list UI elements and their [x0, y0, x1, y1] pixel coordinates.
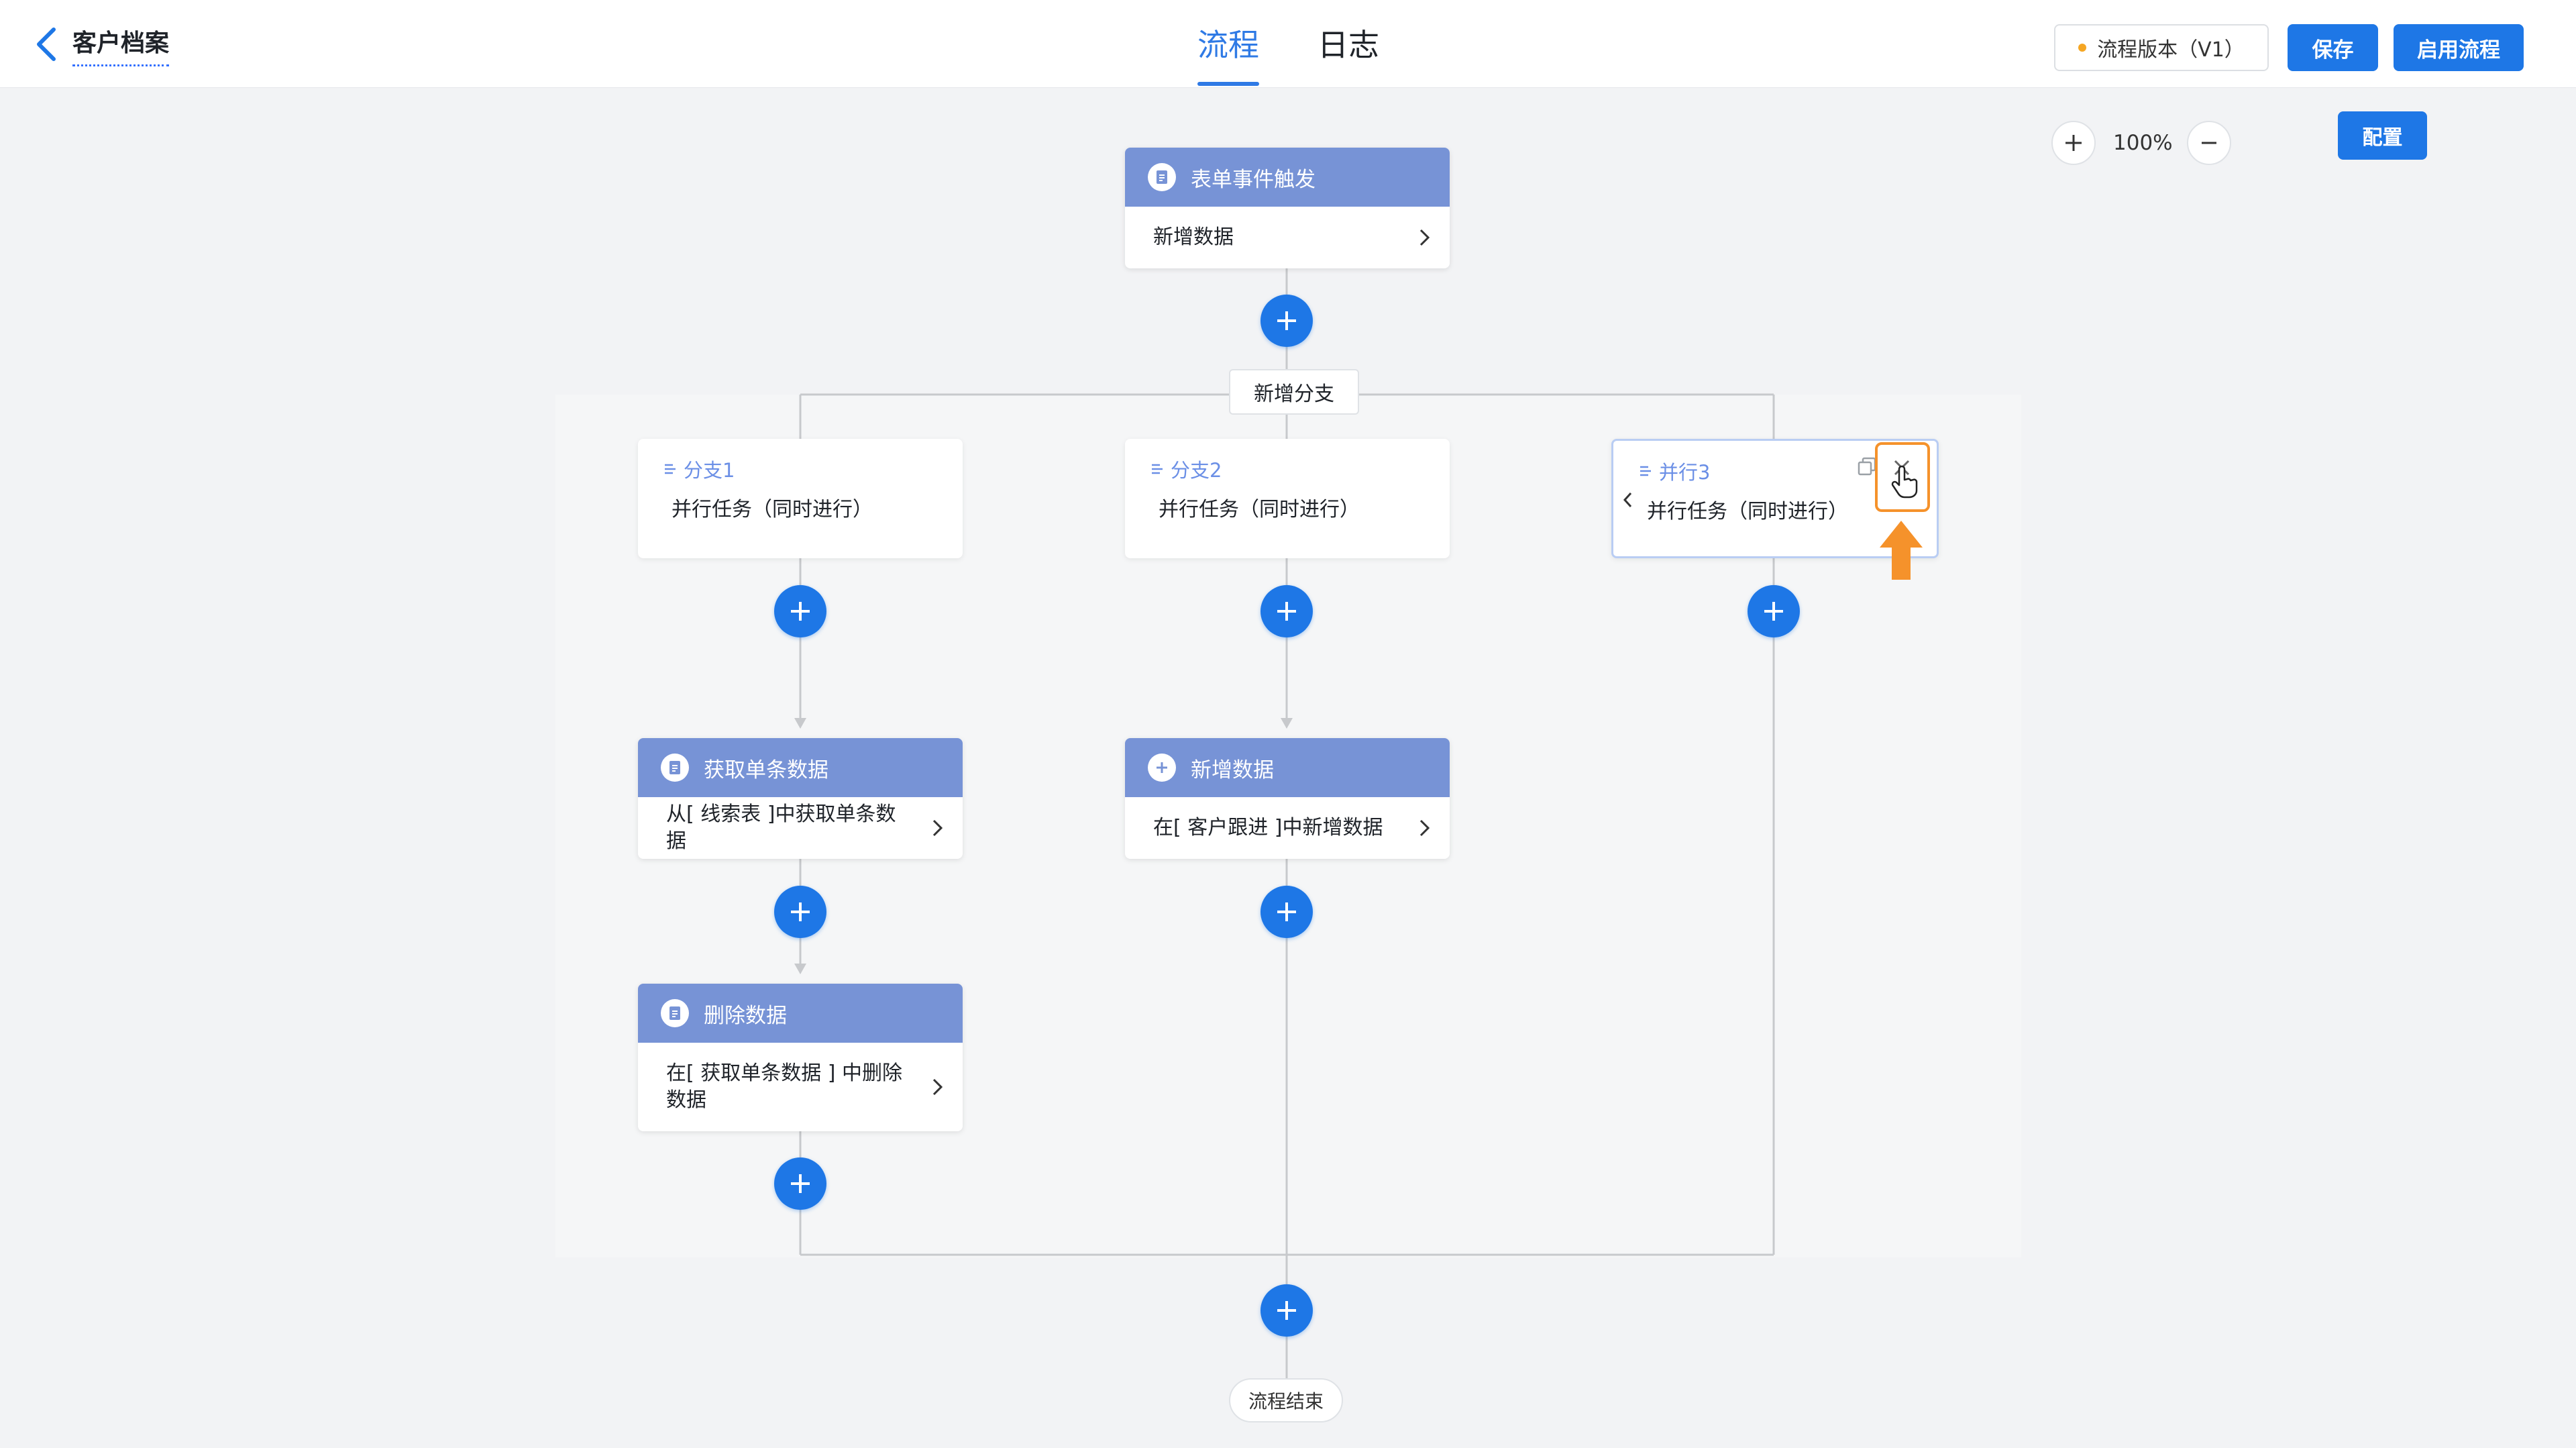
add-node-button[interactable]	[774, 585, 826, 637]
delete-branch-button[interactable]	[1875, 442, 1930, 512]
node-detail: 在[ 客户跟进 ]中新增数据	[1153, 816, 1383, 839]
plus-icon	[791, 602, 810, 621]
plus-icon	[1764, 602, 1783, 621]
enable-flow-button[interactable]: 启用流程	[2394, 24, 2524, 71]
delete-data-node[interactable]: 删除数据 在[ 获取单条数据 ] 中删除数据	[638, 984, 963, 1131]
tab-log[interactable]: 日志	[1318, 27, 1379, 63]
config-button[interactable]: 配置	[2338, 111, 2427, 160]
add-branch-button[interactable]: 新增分支	[1229, 369, 1359, 415]
move-left-icon[interactable]	[1620, 489, 1636, 511]
zoom-level: 100%	[2113, 131, 2173, 155]
node-title: 删除数据	[704, 1003, 787, 1028]
form-icon	[661, 754, 689, 782]
node-title: 新增数据	[1191, 758, 1274, 782]
back-arrow-icon[interactable]	[31, 25, 63, 63]
minus-icon	[2202, 142, 2216, 144]
branch-icon	[665, 464, 676, 474]
branch-name: 分支2	[1171, 459, 1222, 482]
form-icon	[661, 999, 689, 1027]
zoom-out-button[interactable]	[2187, 121, 2231, 165]
branch-card-3[interactable]: 并行3 并行任务（同时进行）	[1611, 439, 1939, 558]
branch-desc: 并行任务（同时进行）	[1647, 500, 1848, 523]
version-label: 流程版本（V1）	[2097, 38, 2245, 62]
add-node-button[interactable]	[1260, 295, 1313, 347]
hand-cursor-icon	[1891, 465, 1918, 499]
page-title: 客户档案	[72, 27, 170, 66]
trigger-detail: 新增数据	[1153, 225, 1234, 249]
branch-desc: 并行任务（同时进行）	[672, 498, 873, 521]
add-node-button[interactable]	[1260, 1284, 1313, 1337]
add-data-node[interactable]: 新增数据 在[ 客户跟进 ]中新增数据	[1125, 738, 1450, 859]
version-status-dot	[2078, 44, 2087, 52]
trigger-title: 表单事件触发	[1191, 167, 1316, 192]
add-node-button[interactable]	[1260, 585, 1313, 637]
tab-flow[interactable]: 流程	[1197, 27, 1259, 63]
get-single-data-node[interactable]: 获取单条数据 从[ 线索表 ]中获取单条数据	[638, 738, 963, 859]
branch-card-2[interactable]: 分支2 并行任务（同时进行）	[1125, 439, 1450, 558]
plus-icon	[1277, 602, 1296, 621]
plus-icon	[1277, 1301, 1296, 1320]
add-circle-icon	[1148, 754, 1176, 782]
chevron-right-icon	[932, 819, 943, 837]
active-tab-indicator	[1197, 82, 1259, 86]
branch-icon	[1152, 464, 1163, 474]
highlight-arrow-icon	[1880, 521, 1923, 580]
branch-name: 并行3	[1659, 461, 1711, 484]
node-title: 获取单条数据	[704, 758, 828, 782]
chevron-right-icon	[1419, 229, 1430, 246]
plus-icon	[2065, 135, 2082, 151]
zoom-in-button[interactable]	[2051, 121, 2096, 165]
flow-end-label: 流程结束	[1229, 1378, 1343, 1423]
save-button[interactable]: 保存	[2288, 24, 2378, 71]
plus-icon	[1277, 902, 1296, 921]
branch-desc: 并行任务（同时进行）	[1159, 498, 1360, 521]
chevron-right-icon	[932, 1078, 943, 1096]
branch-card-1[interactable]: 分支1 并行任务（同时进行）	[638, 439, 963, 558]
node-detail: 从[ 线索表 ]中获取单条数据	[666, 803, 896, 853]
add-node-button[interactable]	[1748, 585, 1800, 637]
branch-icon	[1640, 466, 1651, 476]
add-node-button[interactable]	[774, 1157, 826, 1210]
copy-icon[interactable]	[1856, 456, 1879, 478]
plus-icon	[791, 902, 810, 921]
branch-name: 分支1	[684, 459, 735, 482]
form-icon	[1148, 163, 1176, 191]
chevron-right-icon	[1419, 819, 1430, 837]
trigger-node[interactable]: 表单事件触发 新增数据	[1125, 148, 1450, 268]
version-selector[interactable]: 流程版本（V1）	[2054, 24, 2269, 71]
add-node-button[interactable]	[774, 886, 826, 938]
node-detail: 在[ 获取单条数据 ] 中删除数据	[666, 1062, 903, 1112]
add-node-button[interactable]	[1260, 886, 1313, 938]
plus-icon	[791, 1174, 810, 1193]
plus-icon	[1277, 311, 1296, 330]
